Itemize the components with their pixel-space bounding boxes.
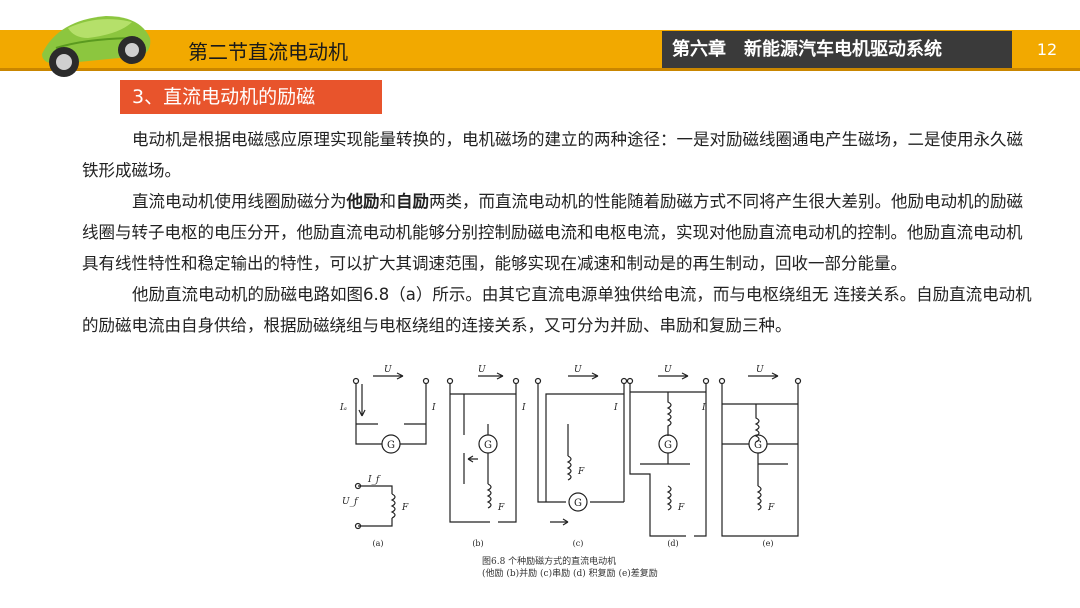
- caption-line-1: 图6.8 个种励磁方式的直流电动机: [482, 557, 617, 567]
- page-number: 12: [1036, 40, 1058, 59]
- green-car-logo: [42, 16, 151, 77]
- svg-text:(a): (a): [372, 539, 383, 548]
- paragraph-2: 直流电动机使用线圈励磁分为他励和自励两类，而直流电动机的性能随着励磁方式不同将产…: [82, 186, 1034, 279]
- paragraph-2-text-b: 两类，而直流电动机的性能随着励磁方式不同将产生很大差别。他励电动机的励磁线圈与转…: [82, 192, 1023, 273]
- svg-text:U_f: U_f: [342, 497, 359, 507]
- svg-text:F: F: [577, 467, 585, 477]
- svg-text:Iₐ: Iₐ: [339, 403, 347, 413]
- svg-text:F: F: [767, 503, 775, 513]
- excitation-circuit-diagram: U U U U U Iₐ I I I I U_f I_f F F F F F G…: [339, 365, 802, 548]
- svg-text:F: F: [677, 503, 685, 513]
- svg-text:G: G: [387, 440, 395, 451]
- caption-line-2: (他励 (b)并励 (c)串励 (d) 积复励 (e)差复励: [482, 569, 658, 579]
- svg-text:G: G: [484, 440, 492, 451]
- body-text: 电动机是根据电磁感应原理实现能量转换的，电机磁场的建立的两种途径：一是对励磁线圈…: [82, 124, 1034, 341]
- svg-text:I_f: I_f: [367, 475, 381, 485]
- svg-text:U: U: [478, 365, 486, 375]
- svg-text:I: I: [431, 403, 436, 413]
- svg-text:U: U: [384, 365, 392, 375]
- svg-text:F: F: [497, 503, 505, 513]
- svg-text:U: U: [664, 365, 672, 375]
- svg-text:U: U: [574, 365, 582, 375]
- svg-text:G: G: [574, 498, 582, 509]
- svg-text:(c): (c): [573, 539, 584, 548]
- paragraph-3: 他励直流电动机的励磁电路如图6.8（a）所示。由其它直流电源单独供给电流，而与电…: [82, 285, 1032, 335]
- svg-text:G: G: [754, 440, 762, 451]
- term-self-excited: 自励: [396, 192, 429, 211]
- subsection-title: 3、直流电动机的励磁: [120, 80, 382, 114]
- svg-text:I: I: [613, 403, 618, 413]
- svg-text:(d): (d): [667, 539, 678, 548]
- svg-text:G: G: [664, 440, 672, 451]
- svg-text:(e): (e): [763, 539, 774, 548]
- figure-caption: 图6.8 个种励磁方式的直流电动机 (他励 (b)并励 (c)串励 (d) 积复…: [482, 556, 658, 580]
- section-title: 第二节直流电动机: [188, 40, 348, 64]
- svg-text:F: F: [401, 503, 409, 513]
- paragraph-2-text-a: 直流电动机使用线圈励磁分为: [132, 192, 347, 211]
- chapter-title: 第六章 新能源汽车电机驱动系统: [662, 31, 1012, 68]
- svg-text:I: I: [521, 403, 526, 413]
- svg-text:U: U: [756, 365, 764, 375]
- svg-text:(b): (b): [472, 539, 483, 548]
- term-separately-excited: 他励: [346, 192, 380, 211]
- paragraph-2-and: 和: [379, 192, 397, 211]
- svg-text:I: I: [701, 403, 706, 413]
- header-underline: [0, 68, 1080, 71]
- paragraph-1: 电动机是根据电磁感应原理实现能量转换的，电机磁场的建立的两种途径：一是对励磁线圈…: [82, 130, 1023, 180]
